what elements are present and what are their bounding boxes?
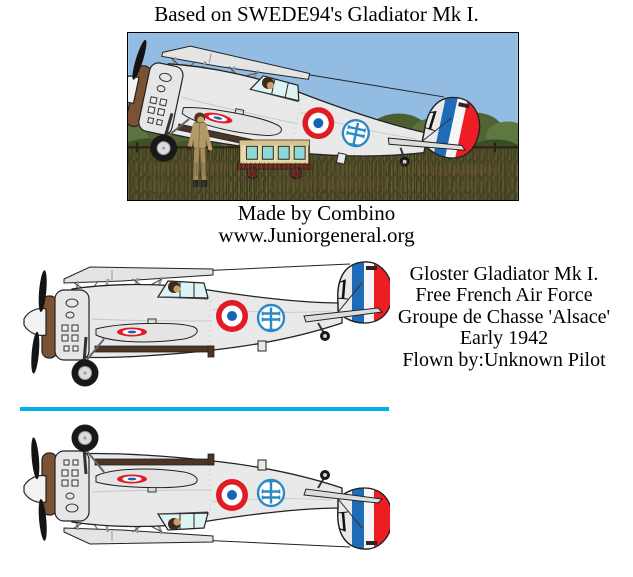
- page-title: Based on SWEDE94's Gladiator Mk I.: [154, 2, 479, 26]
- foreground-grass: [128, 162, 518, 200]
- info-line-squadron: Groupe de Chasse 'Alsace': [397, 305, 611, 328]
- info-line-airforce: Free French Air Force: [415, 284, 593, 307]
- scene-image: [127, 32, 519, 201]
- credits: Made by Combino www.Juniorgeneral.org: [0, 202, 633, 246]
- info-line-pilot: Flown by:Unknown Pilot: [402, 348, 606, 371]
- aircraft-info-block: Gloster Gladiator Mk I. Free French Air …: [376, 263, 632, 371]
- credit-author: Made by Combino: [237, 201, 396, 225]
- aircraft-side-profile: [10, 257, 390, 399]
- info-line-date: Early 1942: [459, 327, 549, 350]
- info-line-type: Gloster Gladiator Mk I.: [409, 263, 599, 285]
- credit-website: www.Juniorgeneral.org: [218, 223, 415, 247]
- aircraft-side-profile-mirrored: [10, 412, 390, 554]
- fold-line-divider: [20, 407, 389, 411]
